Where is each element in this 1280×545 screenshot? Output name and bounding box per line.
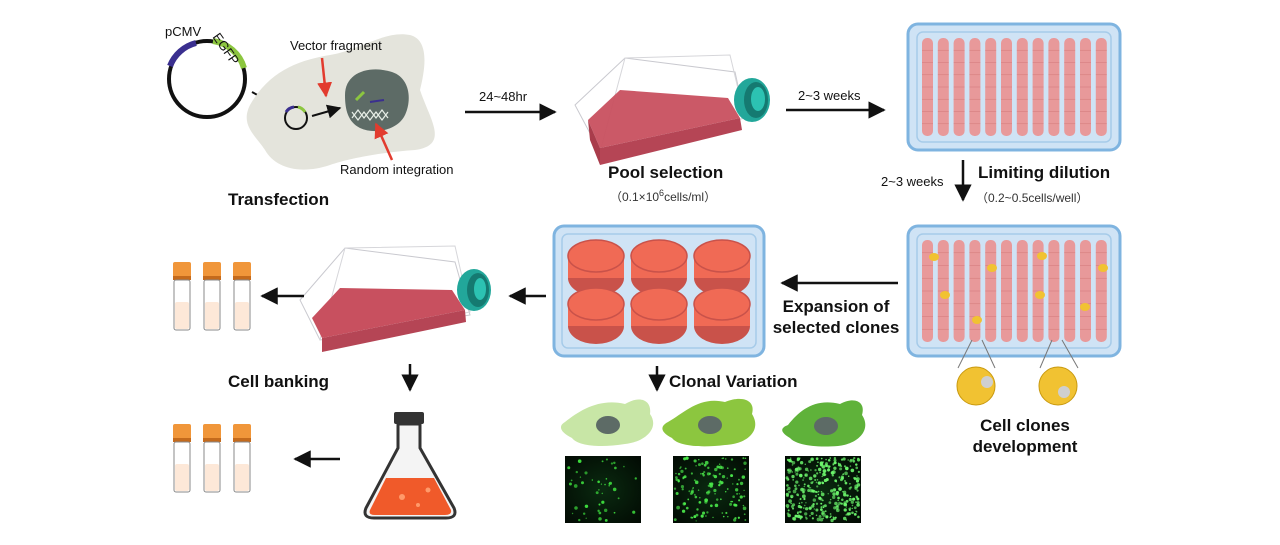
- transfection-cell: [246, 34, 435, 170]
- pool-selection-title: Pool selection: [608, 163, 724, 182]
- pcmv-segment: [167, 40, 197, 68]
- variation-cell-mid: [662, 398, 756, 447]
- transfection-title: Transfection: [228, 190, 330, 209]
- round-well: [693, 287, 751, 321]
- egfp-segment: [212, 38, 247, 69]
- vial-cap: [173, 424, 191, 440]
- limiting-dilution-density: （0.2~0.5cells/well）: [976, 191, 1089, 205]
- dilution-plate: [906, 22, 1122, 152]
- erlenmeyer-flask: [363, 412, 457, 520]
- round-well: [630, 239, 688, 273]
- round-well: [567, 239, 625, 273]
- expansion-label-line1: Expansion of: [782, 297, 890, 316]
- cell-banking-title: Cell banking: [228, 372, 330, 391]
- expansion-label: Expansion of selected clones: [770, 296, 902, 338]
- vector-fragment-label: Vector fragment: [290, 38, 382, 53]
- density-exponent: 6: [659, 188, 665, 198]
- time-label-2: 2~3 weeks: [798, 88, 861, 103]
- round-well: [567, 287, 625, 321]
- integration-pointer-arrow: [374, 122, 394, 161]
- round-well: [693, 239, 751, 273]
- vial-cap: [233, 424, 251, 440]
- pcmv-label: pCMV: [165, 24, 202, 39]
- variation-cell-high: [782, 400, 866, 447]
- expansion-label-line2: selected clones: [772, 318, 900, 337]
- time-label-3: 2~3 weeks: [881, 174, 944, 189]
- clones-label: Cell clones development: [960, 415, 1090, 457]
- fluorescence-panel-mid: [673, 456, 749, 523]
- clones-label-line1: Cell clones: [980, 416, 1070, 435]
- clones-label-line2: development: [972, 437, 1078, 456]
- time-label-1: 24~48hr: [479, 89, 528, 104]
- clonal-variation-title: Clonal Variation: [669, 372, 798, 391]
- fluorescence-panel-low: [565, 456, 641, 523]
- round-well: [630, 287, 688, 321]
- pool-selection-density: （0.1×106cells/ml）: [610, 188, 716, 205]
- vials-bottom: [173, 424, 251, 493]
- clones-plate: [906, 224, 1122, 406]
- limiting-dilution-title: Limiting dilution: [978, 163, 1111, 182]
- vial-cap: [173, 262, 191, 278]
- plasmid: [167, 38, 247, 119]
- expansion-flask: [299, 245, 491, 352]
- vials-top: [173, 262, 251, 331]
- vial-cap: [203, 424, 221, 440]
- variation-cell-low: [560, 399, 654, 446]
- random-integration-label: Random integration: [340, 162, 454, 177]
- density-suffix: cells/ml）: [664, 190, 717, 204]
- expansion-plate: [552, 224, 766, 358]
- vector-pointer-arrow: [317, 57, 333, 98]
- pool-flask: [574, 54, 770, 165]
- fluorescence-panel-high: [785, 456, 861, 523]
- vial-cap: [233, 262, 251, 278]
- vial-cap: [203, 262, 221, 278]
- density-prefix: （0.1×10: [610, 190, 660, 204]
